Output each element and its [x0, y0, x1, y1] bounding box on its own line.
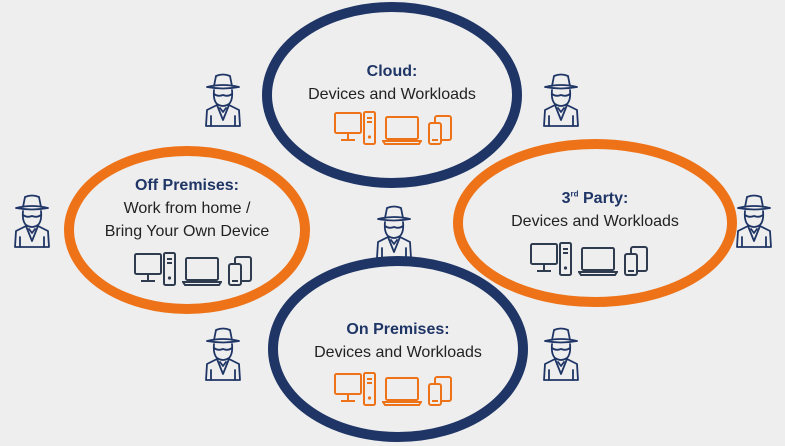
desktop-icon	[334, 111, 376, 145]
cloud-ring	[262, 2, 522, 188]
third-party-device-icons	[530, 242, 648, 276]
cloud-subtitle: Devices and Workloads	[308, 86, 476, 103]
third-party-title-number: 3	[561, 190, 571, 207]
third-party-title-superscript: rd	[570, 189, 579, 199]
off-premises-ring	[64, 146, 310, 314]
cloud-zone-label: Cloud: Devices and Workloads	[292, 60, 492, 106]
spy-icon	[543, 327, 579, 381]
cloud-device-icons	[334, 111, 452, 145]
off-premises-subtitle-line1: Work from home /	[123, 200, 251, 217]
third-party-title: 3rd Party:	[490, 187, 700, 210]
spy-icon	[736, 194, 772, 248]
laptop-icon	[382, 116, 422, 145]
spy-icon	[543, 73, 579, 127]
on-premises-subtitle: Devices and Workloads	[314, 344, 482, 361]
laptop-icon	[382, 377, 422, 406]
off-premises-subtitle-line2: Bring Your Own Device	[104, 223, 270, 240]
laptop-icon	[578, 247, 618, 276]
off-premises-zone-label: Off Premises: Work from home / Bring You…	[92, 174, 282, 243]
spy-icon	[205, 327, 241, 381]
cloud-title: Cloud:	[366, 63, 418, 80]
on-premises-zone-label: On Premises: Devices and Workloads	[293, 318, 503, 364]
laptop-icon	[182, 257, 222, 286]
third-party-ring	[453, 139, 737, 307]
desktop-icon	[530, 242, 572, 276]
mobile-devices-icon	[428, 376, 452, 406]
off-premises-title: Off Premises:	[134, 177, 240, 194]
spy-icon	[376, 205, 412, 259]
mobile-devices-icon	[228, 256, 252, 286]
third-party-title-rest: Party:	[578, 190, 629, 207]
desktop-icon	[134, 252, 176, 286]
desktop-icon	[334, 372, 376, 406]
spy-icon	[14, 194, 50, 248]
third-party-subtitle: Devices and Workloads	[511, 213, 679, 230]
on-premises-title: On Premises:	[346, 321, 450, 338]
third-party-zone-label: 3rd Party: Devices and Workloads	[490, 187, 700, 233]
spy-icon	[205, 73, 241, 127]
off-premises-device-icons	[134, 252, 252, 286]
mobile-devices-icon	[624, 246, 648, 276]
on-premises-device-icons	[334, 372, 452, 406]
mobile-devices-icon	[428, 115, 452, 145]
on-premises-ring	[268, 256, 528, 442]
